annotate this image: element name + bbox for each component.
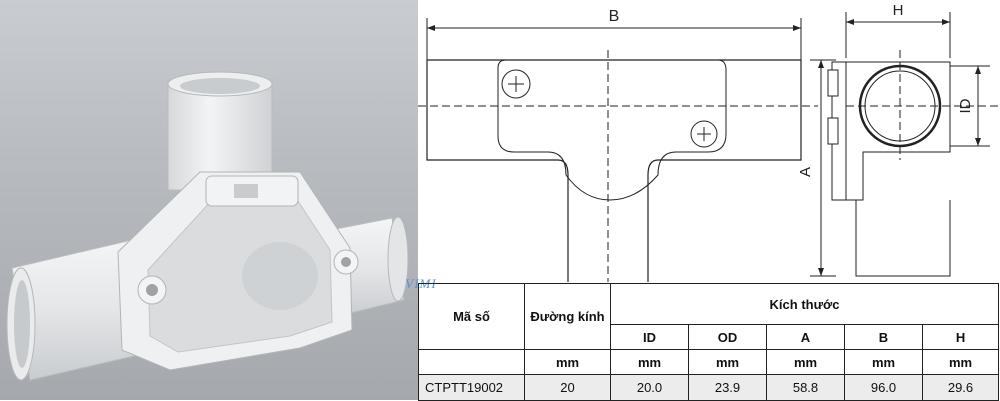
unit-cell: mm — [844, 349, 923, 375]
cell-id: 20.0 — [610, 374, 689, 401]
tee-junction-illustration — [6, 71, 409, 381]
header-dimensions: Kích thước — [609, 283, 1000, 325]
subheader-od: OD — [688, 324, 767, 350]
subheader-id: ID — [610, 324, 689, 350]
unit-cell-empty — [418, 349, 525, 375]
cell-od: 23.9 — [688, 374, 767, 401]
subheader-h: H — [921, 324, 1000, 350]
cell-diameter: 20 — [524, 374, 611, 401]
unit-cell: mm — [524, 349, 611, 375]
unit-cell: mm — [610, 349, 689, 375]
unit-cell: mm — [688, 349, 767, 375]
header-diameter: Đường kính — [524, 283, 611, 350]
dimension-a-label: A — [797, 167, 814, 177]
subheader-a: A — [766, 324, 845, 350]
unit-cell: mm — [766, 349, 845, 375]
dimension-h-label: H — [893, 2, 904, 19]
dimension-b-label: B — [609, 8, 620, 25]
table-row: CTPTT19002 20 20.0 23.9 58.8 96.0 29.6 — [418, 374, 1000, 401]
subheader-b: B — [844, 324, 923, 350]
product-photo — [0, 0, 418, 400]
cell-h: 29.6 — [921, 374, 1000, 401]
cell-a: 58.8 — [766, 374, 845, 401]
cell-code: CTPTT19002 — [418, 374, 525, 401]
cell-b: 96.0 — [844, 374, 923, 401]
technical-drawing: B A H ID — [418, 2, 998, 282]
unit-cell: mm — [921, 349, 1000, 375]
header-code: Mã số — [418, 283, 525, 350]
specification-table: Mã số Đường kính Kích thước ID OD A B H … — [418, 283, 1000, 401]
dimension-id-label: ID — [957, 98, 974, 113]
